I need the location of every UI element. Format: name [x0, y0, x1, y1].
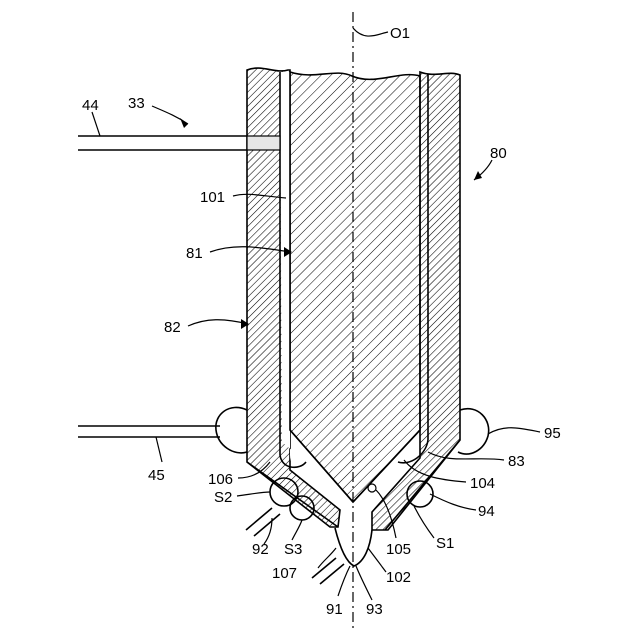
label-83: 83: [508, 453, 525, 470]
solder-left-95: [216, 407, 247, 452]
label-91: 91: [326, 601, 343, 618]
lead-92-a: [246, 508, 272, 530]
axis-label-o1: O1: [390, 25, 410, 42]
label-102: 102: [386, 569, 411, 586]
ring-106: [368, 484, 376, 492]
leader-95: [488, 428, 540, 434]
axis-leader: [353, 28, 388, 36]
label-45: 45: [148, 467, 165, 484]
label-104: 104: [470, 475, 495, 492]
leader-94: [430, 494, 476, 510]
label-82: 82: [164, 319, 181, 336]
label-107: 107: [272, 565, 297, 582]
leader-s3: [292, 520, 302, 540]
leader-91: [338, 566, 350, 596]
leader-45: [156, 437, 162, 462]
core-81: [290, 72, 420, 502]
lead-92-b: [254, 514, 280, 536]
label-106: 106: [208, 471, 233, 488]
label-81: 81: [186, 245, 203, 262]
arrowhead-80: [474, 171, 482, 180]
lead-91-b: [320, 564, 344, 584]
label-105: 105: [386, 541, 411, 558]
label-93: 93: [366, 601, 383, 618]
label-44: 44: [82, 97, 99, 114]
connector-44: [247, 136, 280, 150]
leader-s2: [237, 492, 270, 496]
arrow-82: [188, 320, 248, 326]
label-94: 94: [478, 503, 495, 520]
leader-44: [92, 112, 100, 136]
leader-93: [356, 566, 372, 600]
label-101: 101: [200, 189, 225, 206]
label-95: 95: [544, 425, 561, 442]
solder-right-95: [458, 409, 489, 454]
leader-102: [368, 548, 386, 572]
label-92: 92: [252, 541, 269, 558]
label-s1: S1: [436, 535, 454, 552]
label-33: 33: [128, 95, 145, 112]
leader-s1: [414, 506, 434, 538]
label-80: 80: [490, 145, 507, 162]
label-s3: S3: [284, 541, 302, 558]
label-s2: S2: [214, 489, 232, 506]
